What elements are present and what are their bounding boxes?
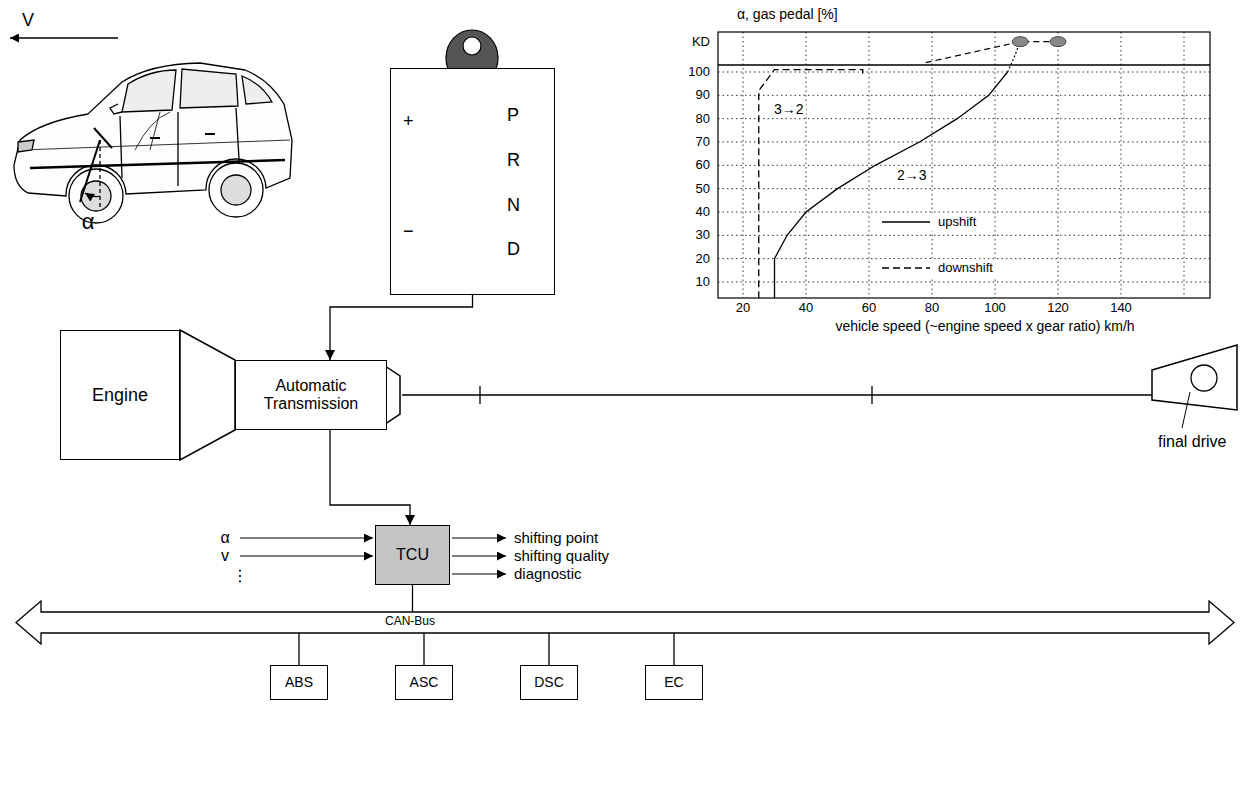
axis-tick-label: 40 xyxy=(797,301,815,316)
axis-tick-label: 30 xyxy=(694,228,712,243)
axis-tick-label: 40 xyxy=(694,205,712,220)
selector-position-label: − xyxy=(403,221,414,242)
axis-tick-label: 80 xyxy=(694,111,712,126)
output-signal-label: shifting point xyxy=(512,529,600,546)
axis-tick-label: KD xyxy=(690,34,712,49)
grid-line xyxy=(869,32,870,298)
axis-tick-label: 60 xyxy=(694,158,712,173)
axis-tick-label: 100 xyxy=(982,301,1008,316)
upshift-curve xyxy=(775,72,1008,298)
connector-line xyxy=(330,430,410,525)
control-unit-box: DSC xyxy=(520,665,578,700)
control-unit-box: ASC xyxy=(395,665,453,700)
can-bus: CAN-Bus xyxy=(15,600,1235,645)
legend-label: downshift xyxy=(932,261,996,276)
axis-tick-label: 100 xyxy=(686,65,712,80)
connector-line xyxy=(423,633,424,665)
axis-tick-label: 20 xyxy=(734,301,752,316)
grid-line xyxy=(1184,32,1185,298)
node-label: ABS xyxy=(285,674,313,690)
selector-position-label: P xyxy=(507,105,519,126)
engine-box: Engine xyxy=(60,330,180,460)
symbol-label: α xyxy=(80,209,97,234)
grid-line xyxy=(1058,32,1059,298)
signal-arrows xyxy=(240,538,506,574)
input-signal-label: v xyxy=(219,547,231,565)
control-unit-box: EC xyxy=(645,665,703,700)
axis-tick-label: 10 xyxy=(694,275,712,290)
shift-map-chart xyxy=(718,32,1210,298)
car-illustration xyxy=(14,63,292,223)
selector-position-label: R xyxy=(507,150,520,171)
velocity-arrow xyxy=(10,37,118,38)
connector-line xyxy=(330,295,473,360)
connector-line xyxy=(412,585,413,612)
kickdown-point xyxy=(1012,37,1028,47)
node-label: ASC xyxy=(410,674,439,690)
grid-line xyxy=(743,32,744,298)
grid-line xyxy=(718,188,1210,189)
axis-tick-label: 20 xyxy=(694,251,712,266)
axis-tick-label: 120 xyxy=(1045,301,1071,316)
node-label: final drive xyxy=(1158,433,1226,451)
connector-line xyxy=(298,633,299,665)
grid-line xyxy=(718,165,1210,166)
kickdown-point xyxy=(1050,37,1066,47)
grid-line xyxy=(718,95,1210,96)
axis-tick-label: 60 xyxy=(860,301,878,316)
curve-label: 2→3 xyxy=(895,167,929,183)
legend-label: upshift xyxy=(932,215,979,230)
input-signal-label: α xyxy=(218,529,231,547)
grid-line xyxy=(1121,32,1122,298)
axis-tick-label: 140 xyxy=(1108,301,1134,316)
grid-line xyxy=(718,72,1210,73)
node-label: TCU xyxy=(396,546,429,564)
final-drive: final drive xyxy=(1140,340,1245,455)
grid-line xyxy=(806,32,807,298)
axis-tick-label: 80 xyxy=(923,301,941,316)
selector-position-label: + xyxy=(403,111,414,132)
grid-line xyxy=(718,118,1210,119)
housing-tapers xyxy=(180,330,400,460)
legend-entry: downshift xyxy=(880,259,996,277)
axis-tick-label: 90 xyxy=(694,88,712,103)
output-signal-label: shifting quality xyxy=(512,547,611,564)
curve-label: 3→2 xyxy=(772,101,806,117)
axis-tick-label: 70 xyxy=(694,135,712,150)
downshift-curve xyxy=(926,42,1058,63)
node-label: Engine xyxy=(92,385,148,406)
axis-title: α, gas pedal [%] xyxy=(735,6,840,22)
legend-line-sample xyxy=(880,213,932,231)
legend-line-sample xyxy=(880,259,932,277)
connector-line xyxy=(402,394,1152,395)
connector-line xyxy=(673,633,674,665)
output-signal-label: diagnostic xyxy=(512,565,584,582)
transmission-box: Automatic Transmission xyxy=(235,360,387,430)
symbol-label: V xyxy=(20,10,36,31)
plot-frame xyxy=(718,32,1210,298)
control-unit-box: ABS xyxy=(270,665,328,700)
legend-entry: upshift xyxy=(880,213,979,231)
bus-double-arrow xyxy=(15,600,1235,645)
node-label: Automatic Transmission xyxy=(240,377,382,414)
gear-selector: + − P R N D xyxy=(390,68,555,295)
node-label: CAN-Bus xyxy=(385,615,435,629)
node-label: EC xyxy=(664,674,683,690)
input-signal-label: ⋮ xyxy=(230,567,250,585)
grid-line xyxy=(718,281,1210,282)
selector-position-label: D xyxy=(507,239,520,260)
kickdown-threshold xyxy=(718,64,1210,65)
connector-line xyxy=(548,633,549,665)
grid-line xyxy=(718,141,1210,142)
downshift-curve xyxy=(759,70,863,299)
node-label: DSC xyxy=(534,674,564,690)
grid-line xyxy=(718,235,1210,236)
tcu-box: TCU xyxy=(375,525,450,585)
selector-position-label: N xyxy=(507,195,520,216)
axis-title: vehicle speed (~engine speed x gear rati… xyxy=(833,318,1136,334)
axis-tick-label: 50 xyxy=(694,181,712,196)
